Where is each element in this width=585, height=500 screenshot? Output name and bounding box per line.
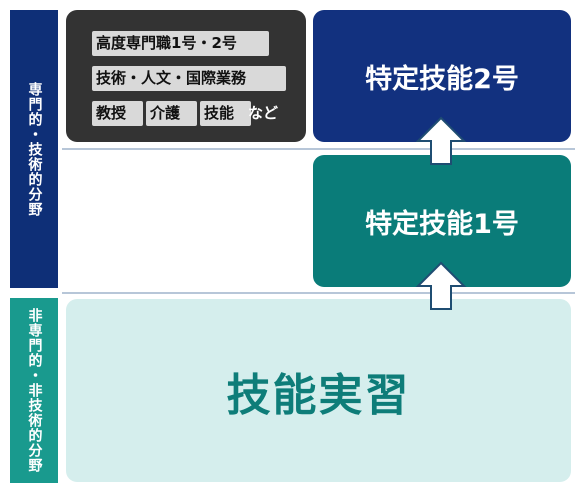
etc-label: など bbox=[248, 104, 279, 122]
sidebar-professional-label: 専門的・技術的分野 bbox=[10, 10, 58, 288]
specified-skill-1-box: 特定技能1号 bbox=[313, 155, 571, 287]
tag-engineer-humanities: 技術・人文・国際業務 bbox=[92, 66, 286, 91]
sidebar-non-professional-label: 非専門的・非技術的分野 bbox=[10, 298, 58, 483]
divider-lower bbox=[62, 292, 575, 294]
tag-advanced-professional: 高度専門職1号・2号 bbox=[92, 31, 269, 56]
tag-professor: 教授 bbox=[92, 101, 143, 126]
arrow-up-icon bbox=[415, 261, 467, 310]
tag-nursing-care: 介護 bbox=[146, 101, 197, 126]
divider-upper bbox=[62, 148, 575, 150]
tag-skilled-labor: 技能 bbox=[200, 101, 251, 126]
technical-intern-box: 技能実習 bbox=[66, 299, 571, 482]
arrow-up-icon bbox=[415, 116, 467, 165]
